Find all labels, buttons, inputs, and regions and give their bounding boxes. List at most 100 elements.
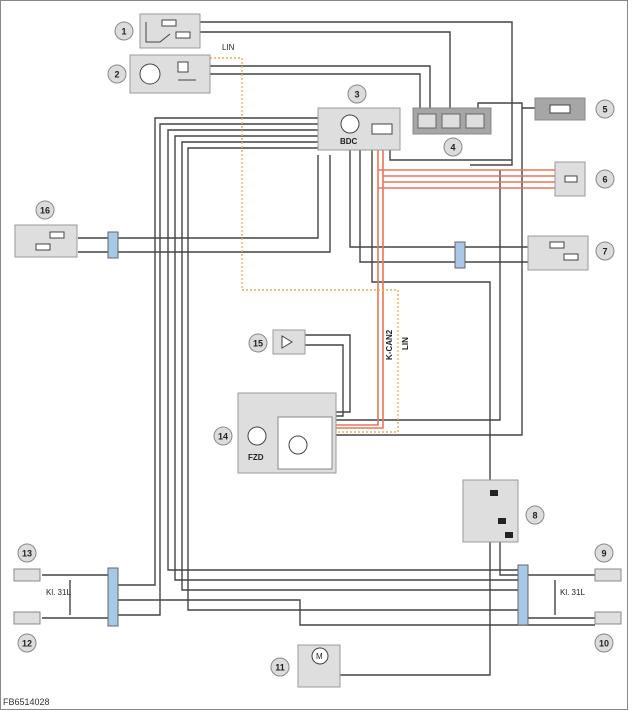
wire-bdc-7a	[349, 150, 528, 248]
connector-left-ground	[107, 567, 119, 627]
wire-bdc-7b	[359, 150, 528, 263]
callout-number: 12	[22, 639, 32, 649]
callout-number: 8	[532, 511, 537, 521]
callout-circle	[213, 426, 233, 446]
wire-1-a	[200, 21, 513, 166]
wire-4-14	[335, 108, 523, 436]
transistor-icon	[340, 114, 360, 134]
sensor-icon	[177, 61, 189, 73]
component-14-fzd: FZD	[237, 392, 337, 474]
component-8-fuse-carrier	[462, 479, 519, 543]
wire-2-b	[210, 73, 421, 113]
callout-number: 11	[275, 663, 285, 673]
wire-bdc-9	[167, 129, 528, 571]
component-3-bdc: BDC	[317, 107, 401, 151]
can-line-1	[335, 150, 379, 426]
callout-16: 16	[35, 200, 55, 220]
callout-circle	[248, 333, 268, 353]
callout-number: 5	[602, 105, 607, 115]
callout-number: 13	[22, 549, 32, 559]
callout-circle	[17, 543, 37, 563]
callout-6: 6	[595, 169, 615, 189]
fuse-slot	[441, 113, 461, 129]
resistor-icon	[563, 253, 579, 261]
resistor-icon	[49, 231, 65, 239]
wire-bdc-8	[371, 150, 491, 480]
callout-circle	[35, 200, 55, 220]
transistor-icon	[247, 426, 267, 446]
callout-number: 6	[602, 175, 607, 185]
callout-number: 9	[601, 549, 606, 559]
fuse-slot	[465, 113, 485, 129]
wire-bdc-10	[174, 135, 528, 581]
component-16-switch-unit	[14, 224, 78, 258]
ground-point-13	[13, 568, 41, 582]
fuse-slot	[417, 113, 437, 129]
lin-label-top: LIN	[222, 43, 235, 52]
lin-bus	[210, 57, 399, 433]
wire-bdc-12	[110, 123, 318, 616]
motor-icon	[311, 647, 329, 665]
callout-7: 7	[595, 241, 615, 261]
callout-number: 1	[121, 27, 126, 37]
component-4-fuse-block	[412, 107, 492, 135]
callout-12: 12	[17, 633, 37, 653]
kl31l-label-right: Kl. 31L	[560, 588, 585, 597]
ground-point-9	[594, 568, 622, 582]
transistor-icon	[139, 63, 161, 85]
switch-icon	[145, 22, 171, 43]
component-2-sensor	[129, 54, 211, 94]
wire-1-b	[200, 31, 451, 113]
callout-14: 14	[213, 426, 233, 446]
component-16-box	[14, 224, 78, 258]
wire-bdc-grd	[181, 141, 518, 591]
callout-3: 3	[347, 84, 367, 104]
wire-16-a	[78, 155, 319, 239]
callout-15: 15	[248, 333, 268, 353]
callout-10: 10	[594, 633, 614, 653]
callout-number: 4	[450, 143, 455, 153]
bdc-label: BDC	[340, 137, 358, 146]
component-15-box	[272, 329, 306, 355]
resistor-icon	[35, 243, 51, 251]
motor-label: M	[316, 652, 323, 661]
callout-2: 2	[107, 64, 127, 84]
callout-circle	[107, 64, 127, 84]
callout-9: 9	[594, 543, 614, 563]
callout-1: 1	[114, 21, 134, 41]
callout-13: 13	[17, 543, 37, 563]
ground-point-10	[594, 611, 622, 625]
wire-16-b	[78, 155, 331, 253]
callout-circle	[443, 137, 463, 157]
component-11-box	[297, 644, 341, 688]
callout-number: 15	[253, 339, 263, 349]
wire-15-14b	[305, 344, 344, 417]
lin-line	[210, 57, 399, 433]
wire-bdc-grd2	[187, 147, 518, 611]
diode-icon	[490, 490, 498, 496]
callout-circle	[594, 543, 614, 563]
kl31l-label-left: Kl. 31L	[46, 588, 71, 597]
ground-point-12	[13, 611, 41, 625]
k-can2-bus	[335, 150, 555, 429]
wire-8-11	[340, 540, 491, 676]
led-icon	[281, 335, 293, 349]
callout-5: 5	[595, 99, 615, 119]
kcan2-label: K-CAN2	[385, 329, 394, 360]
relay-icon	[371, 123, 393, 135]
connector-right-ground	[517, 564, 529, 626]
wire-bdc-6	[389, 148, 512, 161]
component-11-motor: M	[297, 644, 341, 688]
component-1-box	[139, 13, 201, 49]
wire-1-14	[335, 170, 501, 421]
callout-number: 3	[354, 90, 359, 100]
callout-4: 4	[443, 137, 463, 157]
resistor-icon	[175, 31, 191, 39]
wire-ground-bus	[118, 599, 595, 626]
callout-circle	[594, 633, 614, 653]
wire-4-5	[477, 102, 545, 113]
